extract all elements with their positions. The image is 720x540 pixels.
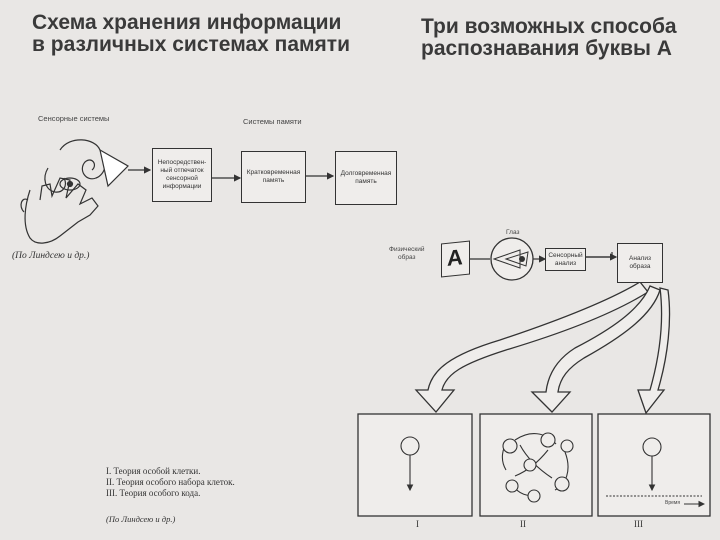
code-diagram [606,437,706,508]
eye-label: Глаз [506,229,520,236]
left-citation: (По Линдсею и др.) [12,251,90,261]
letter-a: A [447,244,463,271]
physical-image-label: Физический образ [389,246,425,262]
image-analysis-line: Анализ [629,255,651,262]
short-term-memory-box: Кратковременная память [241,151,306,203]
left-title-line2: в различных системах памяти [32,33,350,56]
physical-image-line: образ [398,254,416,261]
box3-line: Долговременная [340,170,392,177]
sensory-analysis-line: анализ [554,259,577,267]
right-title-line1: Три возможных способа [421,15,677,38]
box3-line: память [355,178,377,185]
box1-line: Непосредствен- [157,159,207,166]
roman-3: III [634,519,643,529]
sensory-organs-drawing [20,139,129,244]
sensory-systems-label: Сенсорные системы [38,114,110,123]
single-cell-diagram [400,436,420,492]
physical-image-line: Физический [389,246,425,253]
image-analysis-line: образа [629,263,651,270]
sensory-analysis-box: Сенсорный анализ [545,248,586,271]
box2-line: память [262,177,285,184]
curved-arrows [414,281,671,415]
box1-line: информации [162,183,202,190]
roman-1: I [416,519,419,529]
box1-line: сенсорной [166,175,198,182]
bottom-citation: (По Линдсею и др.) [106,514,176,524]
box2-line: Кратковременная [246,169,301,176]
theory-2: II. Теория особого набора клеток. [106,477,235,487]
memory-systems-label: Системы памяти [243,117,302,126]
sensory-register-box: Непосредствен- ный отпечаток сенсорной и… [152,148,212,202]
long-term-memory-box: Долговременная память [335,151,397,205]
box1-line: ный отпечаток [160,167,204,174]
cell-network-diagram [501,432,574,503]
left-title-line1: Схема хранения информации [32,11,342,34]
roman-2: II [520,519,526,529]
theory-3: III. Теория особого кода. [106,488,201,498]
sensory-analysis-line: Сенсорный [548,251,583,259]
image-analysis-box: Анализ образа [617,243,663,283]
theory-1: I. Теория особой клетки. [106,466,201,476]
panel-3 [597,413,711,517]
right-title-line2: распознавания буквы А [421,37,672,60]
panel-1 [357,413,473,517]
time-label: Время [665,500,681,506]
letter-card: A [441,240,470,278]
